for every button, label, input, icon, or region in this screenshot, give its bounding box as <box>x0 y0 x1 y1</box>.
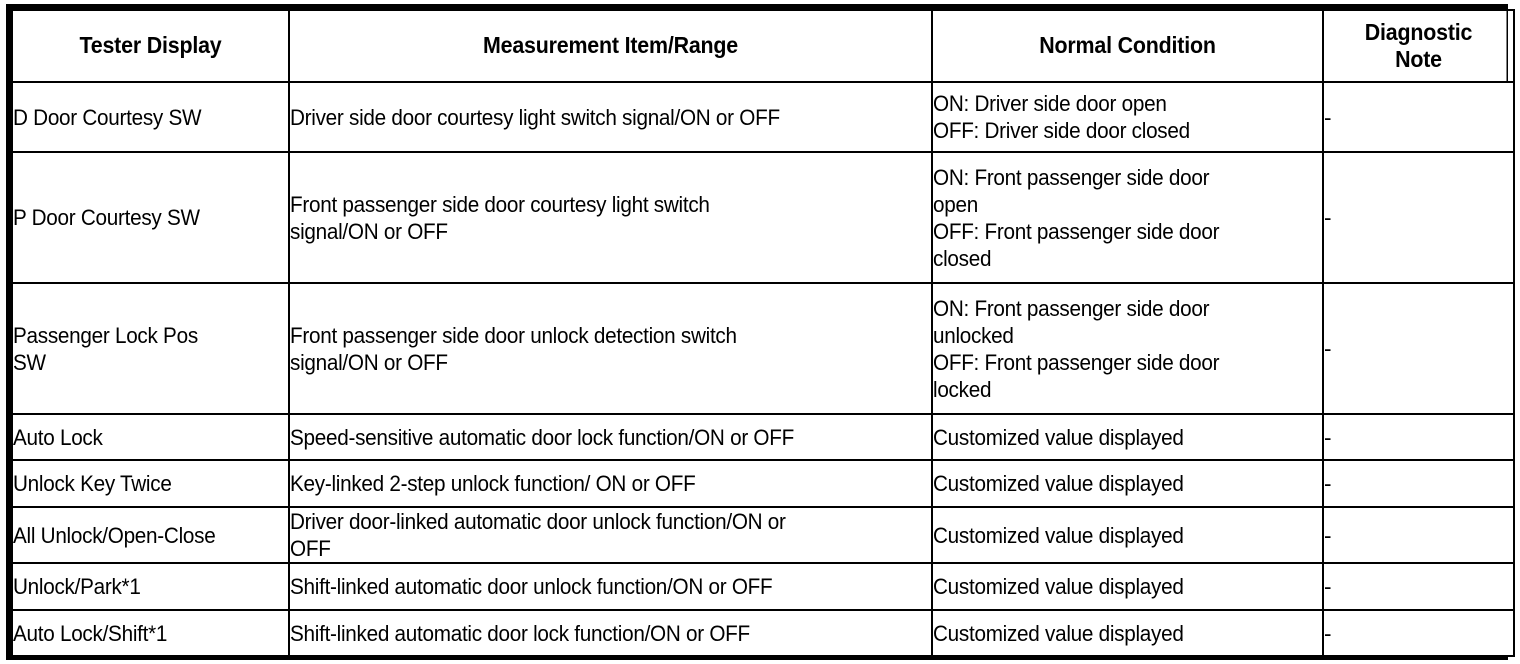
measurement-item-range-value: Driver side door courtesy light switch s… <box>290 104 780 130</box>
cell-measurement-item-range: Key-linked 2-step unlock function/ ON or… <box>288 459 933 508</box>
tester-display-value: All Unlock/Open-Close <box>13 522 216 548</box>
table-row: D Door Courtesy SW Driver side door cour… <box>11 81 1515 153</box>
diagnostic-note-value: - <box>1324 336 1332 361</box>
diagnostic-note-value: - <box>1324 574 1332 599</box>
tester-display-value: Unlock Key Twice <box>13 471 172 496</box>
cell-tester-display: Auto Lock <box>11 413 290 461</box>
column-header-normal-condition-label: Normal Condition <box>1039 32 1216 59</box>
cell-normal-condition: ON: Driver side door open OFF: Driver si… <box>931 81 1324 153</box>
normal-condition-value: ON: Driver side door open OFF: Driver si… <box>933 91 1190 143</box>
table-header: Tester Display Measurement Item/Range No… <box>12 9 1514 83</box>
column-header-tester-display: Tester Display <box>20 9 281 83</box>
cell-measurement-item-range: Driver door-linked automatic door unlock… <box>288 506 933 564</box>
tester-display-value: Passenger Lock Pos SW <box>13 322 198 375</box>
column-header-tester-display-label: Tester Display <box>79 32 222 59</box>
cell-normal-condition: ON: Front passenger side door open OFF: … <box>931 151 1324 284</box>
measurement-item-range-value: Front passenger side door courtesy light… <box>290 191 710 244</box>
normal-condition-value: Customized value displayed <box>933 574 1184 599</box>
table-row: Auto Lock/Shift*1 Shift-linked automatic… <box>11 609 1515 657</box>
cell-normal-condition: Customized value displayed <box>931 506 1324 564</box>
cell-tester-display: All Unlock/Open-Close <box>11 506 290 564</box>
measurement-item-range-value: Front passenger side door unlock detecti… <box>290 322 737 375</box>
cell-normal-condition: Customized value displayed <box>931 459 1324 508</box>
cell-tester-display: P Door Courtesy SW <box>11 151 290 284</box>
table-body: D Door Courtesy SW Driver side door cour… <box>11 81 1515 657</box>
cell-tester-display: Unlock Key Twice <box>11 459 290 508</box>
cell-tester-display: D Door Courtesy SW <box>11 81 290 153</box>
cell-diagnostic-note: - <box>1322 282 1515 415</box>
cell-tester-display: Auto Lock/Shift*1 <box>11 609 290 657</box>
table-row: Passenger Lock Pos SW Front passenger si… <box>11 282 1515 415</box>
table-row: Unlock Key Twice Key-linked 2-step unloc… <box>11 459 1515 508</box>
tester-display-value: P Door Courtesy SW <box>13 205 200 230</box>
diagnostic-note-value: - <box>1324 104 1332 130</box>
normal-condition-value: Customized value displayed <box>933 522 1184 548</box>
cell-diagnostic-note: - <box>1322 413 1515 461</box>
tester-display-value: Auto Lock <box>13 424 103 450</box>
cell-diagnostic-note: - <box>1322 81 1515 153</box>
cell-normal-condition: ON: Front passenger side door unlocked O… <box>931 282 1324 415</box>
cell-normal-condition: Customized value displayed <box>931 609 1324 657</box>
column-header-measurement-item-range: Measurement Item/Range <box>310 9 911 83</box>
diagnostic-data-table: Tester Display Measurement Item/Range No… <box>11 9 1515 657</box>
column-header-normal-condition: Normal Condition <box>944 9 1311 83</box>
cell-normal-condition: Customized value displayed <box>931 413 1324 461</box>
table-row: P Door Courtesy SW Front passenger side … <box>11 151 1515 284</box>
table-row: Auto Lock Speed-sensitive automatic door… <box>11 413 1515 461</box>
cell-normal-condition: Customized value displayed <box>931 562 1324 611</box>
cell-diagnostic-note: - <box>1322 562 1515 611</box>
normal-condition-value: Customized value displayed <box>933 620 1184 646</box>
cell-measurement-item-range: Front passenger side door courtesy light… <box>288 151 933 284</box>
table-row: All Unlock/Open-Close Driver door-linked… <box>11 506 1515 564</box>
diagnostic-note-value: - <box>1324 471 1332 496</box>
measurement-item-range-value: Speed-sensitive automatic door lock func… <box>290 424 794 450</box>
tester-display-value: Auto Lock/Shift*1 <box>13 620 168 646</box>
cell-diagnostic-note: - <box>1322 151 1515 284</box>
cell-measurement-item-range: Driver side door courtesy light switch s… <box>288 81 933 153</box>
tester-display-value: Unlock/Park*1 <box>13 574 141 599</box>
diagnostic-note-value: - <box>1324 620 1332 646</box>
measurement-item-range-value: Key-linked 2-step unlock function/ ON or… <box>290 471 696 496</box>
column-header-measurement-item-range-label: Measurement Item/Range <box>482 32 739 59</box>
normal-condition-value: ON: Front passenger side door unlocked O… <box>933 295 1220 402</box>
cell-measurement-item-range: Shift-linked automatic door lock functio… <box>288 609 933 657</box>
measurement-item-range-value: Shift-linked automatic door unlock funct… <box>290 574 773 599</box>
diagnostic-data-table-container: Tester Display Measurement Item/Range No… <box>6 4 1515 660</box>
diagnostic-note-value: - <box>1324 424 1332 450</box>
cell-tester-display: Unlock/Park*1 <box>11 562 290 611</box>
cell-measurement-item-range: Front passenger side door unlock detecti… <box>288 282 933 415</box>
cell-measurement-item-range: Shift-linked automatic door unlock funct… <box>288 562 933 611</box>
normal-condition-value: Customized value displayed <box>933 424 1184 450</box>
normal-condition-value: Customized value displayed <box>933 471 1184 496</box>
table-header-row: Tester Display Measurement Item/Range No… <box>12 9 1514 83</box>
tester-display-value: D Door Courtesy SW <box>13 104 202 130</box>
cell-diagnostic-note: - <box>1322 609 1515 657</box>
column-header-diagnostic-note-label: Diagnostic Note <box>1364 18 1473 72</box>
cell-measurement-item-range: Speed-sensitive automatic door lock func… <box>288 413 933 461</box>
column-header-diagnostic-note: Diagnostic Note <box>1328 9 1509 83</box>
diagnostic-note-value: - <box>1324 205 1332 230</box>
table-row: Unlock/Park*1 Shift-linked automatic doo… <box>11 562 1515 611</box>
cell-diagnostic-note: - <box>1322 506 1515 564</box>
measurement-item-range-value: Driver door-linked automatic door unlock… <box>290 509 786 561</box>
cell-tester-display: Passenger Lock Pos SW <box>11 282 290 415</box>
measurement-item-range-value: Shift-linked automatic door lock functio… <box>290 620 750 646</box>
cell-diagnostic-note: - <box>1322 459 1515 508</box>
diagnostic-note-value: - <box>1324 522 1332 548</box>
normal-condition-value: ON: Front passenger side door open OFF: … <box>933 164 1220 271</box>
